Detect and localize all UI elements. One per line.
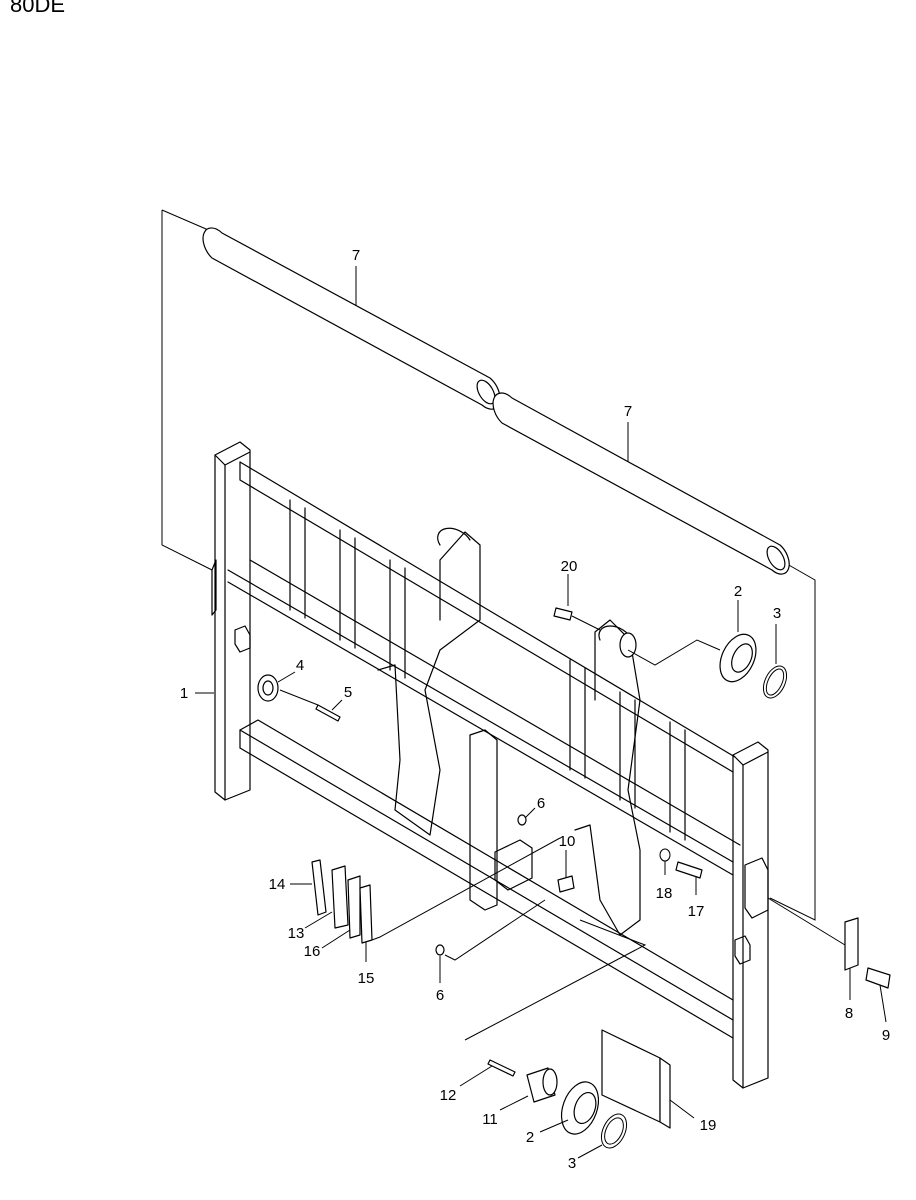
svg-text:7: 7 [624,403,632,420]
svg-text:14: 14 [269,876,286,893]
callout-12: 12 [440,1065,493,1104]
callout-16: 16 [304,929,351,960]
callout-4: 4 [277,657,304,683]
bolt-20 [553,607,573,621]
callout-2-upper: 2 [734,583,742,632]
svg-text:16: 16 [304,943,321,960]
callout-3-lower: 3 [568,1144,603,1172]
svg-text:2: 2 [734,583,742,600]
snap-ring-upper [762,665,788,699]
nut-6-lower [435,944,445,956]
bearing-upper [719,633,757,683]
svg-text:20: 20 [561,558,578,575]
bolt-10 [557,875,575,893]
assembly-outline-line [161,210,213,571]
callout-7-left: 7 [352,247,360,306]
svg-text:17: 17 [688,903,705,920]
nut-6-upper [517,814,527,826]
svg-text:11: 11 [482,1111,498,1128]
bolt-9 [865,967,891,989]
bar-14 [311,859,327,916]
callout-2-lower: 2 [526,1119,569,1146]
callout-13: 13 [288,911,333,942]
svg-text:19: 19 [700,1117,717,1134]
shaft-upper-left [202,227,501,410]
shim-16 [347,875,361,939]
svg-text:10: 10 [559,833,576,850]
callout-11: 11 [482,1095,529,1128]
svg-text:6: 6 [537,795,545,812]
carriage-frame [211,441,769,1089]
svg-text:4: 4 [296,657,304,674]
svg-text:15: 15 [358,970,375,987]
svg-text:2: 2 [526,1129,534,1146]
collar-11 [526,1067,558,1103]
callout-6-upper: 6 [524,795,545,819]
callout-3-upper: 3 [773,605,781,664]
callout-1: 1 [180,685,214,702]
bearing-lower [560,1081,600,1135]
callout-15: 15 [358,942,375,987]
roller-4 [257,674,279,702]
bolt-17 [675,861,703,879]
shim-15 [359,884,373,944]
washer-18 [659,848,671,862]
bolt-5 [315,704,341,722]
callout-20: 20 [561,558,578,606]
svg-text:12: 12 [440,1087,457,1104]
block-13 [331,865,349,929]
callout-19: 19 [669,1099,717,1134]
model-label: 80DE [10,0,66,17]
svg-text:5: 5 [344,684,352,701]
pin-12 [487,1059,516,1077]
callout-9: 9 [879,984,890,1044]
callout-10: 10 [559,833,576,878]
callout-6-lower: 6 [436,956,444,1004]
svg-text:1: 1 [180,685,188,702]
pin-upper [619,632,637,658]
callout-18: 18 [656,861,673,902]
svg-text:9: 9 [882,1027,890,1044]
plate-8 [844,917,859,971]
shaft-upper-right [492,392,790,575]
svg-text:18: 18 [656,885,673,902]
callout-8: 8 [845,968,853,1022]
snap-ring-lower [600,1113,628,1149]
lower-assembly-outline [464,919,647,1041]
svg-text:6: 6 [436,987,444,1004]
svg-text:3: 3 [568,1155,576,1172]
svg-text:13: 13 [288,925,305,942]
svg-text:3: 3 [773,605,781,622]
bracket-19 [601,1029,671,1129]
svg-text:8: 8 [845,1005,853,1022]
callout-17: 17 [688,876,705,920]
callout-5: 5 [331,684,352,711]
svg-text:7: 7 [352,247,360,264]
callout-14: 14 [269,876,312,893]
callout-7-right: 7 [624,403,632,462]
